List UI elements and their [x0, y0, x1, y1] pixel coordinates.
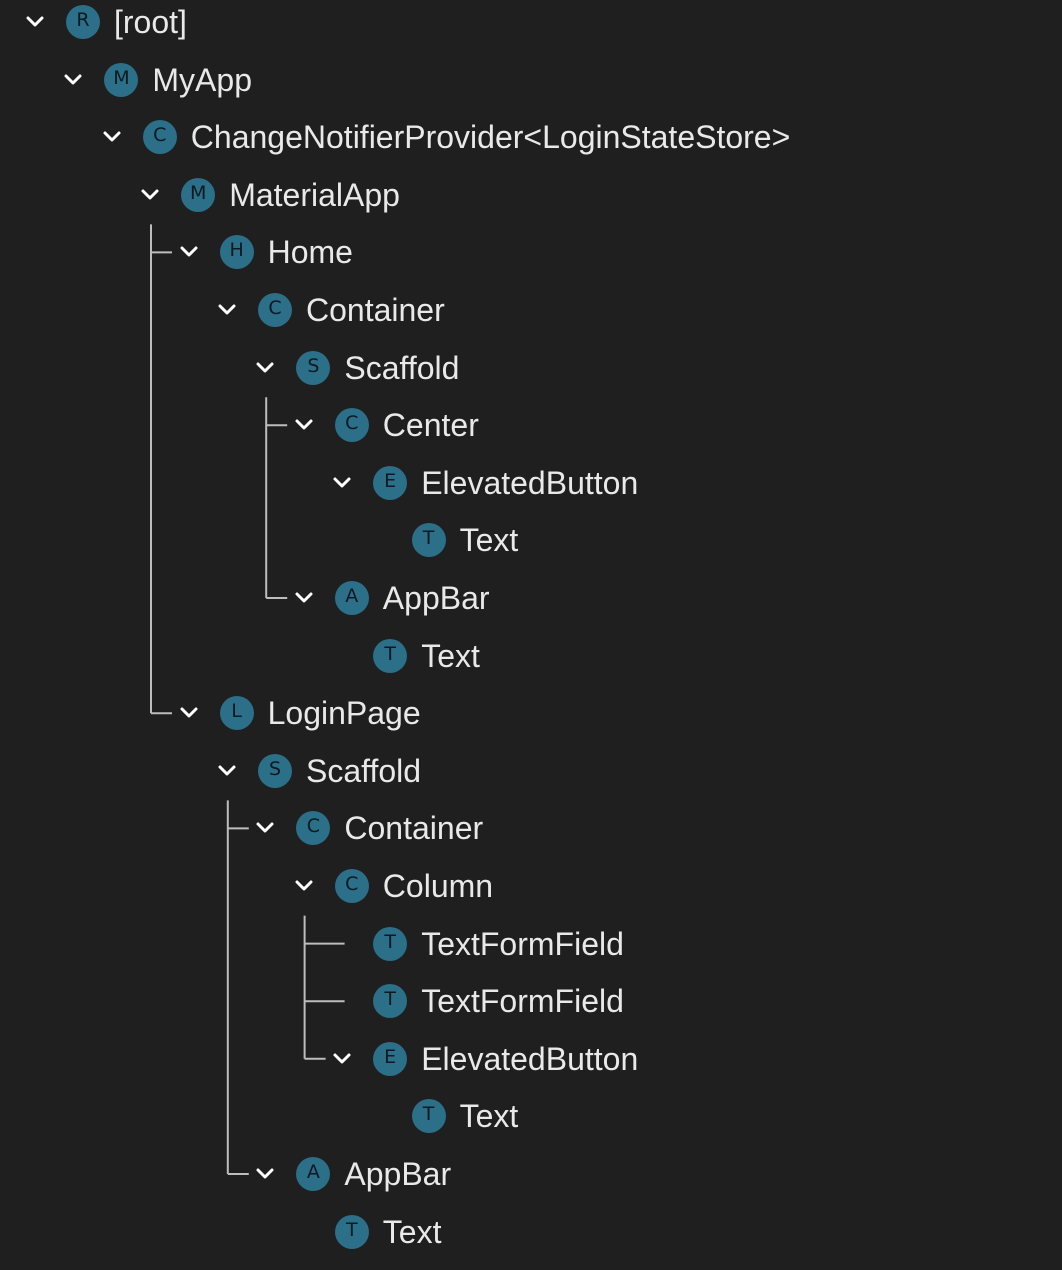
tree-node-change-notifier-provider-login-state-store[interactable]: C ChangeNotifierProvider<LoginStateStore> [0, 112, 1062, 162]
tree-node-label: AppBar [344, 1156, 452, 1192]
widget-type-badge: T [411, 523, 446, 558]
tree-node-text-form-field[interactable]: T TextFormField [0, 919, 1062, 969]
tree-node-column[interactable]: C Column [0, 861, 1062, 911]
chevron-down-icon[interactable] [138, 183, 162, 207]
widget-type-badge: T [334, 1214, 369, 1249]
widget-type-badge: H [219, 235, 254, 270]
widget-type-badge: A [296, 1157, 331, 1191]
tree-node-label: AppBar [382, 580, 490, 616]
tree-node-elevated-button[interactable]: E ElevatedButton [0, 458, 1062, 508]
widget-type-badge: R [66, 5, 100, 39]
chevron-down-icon[interactable] [215, 298, 239, 322]
tree-node-text[interactable]: T Text [0, 515, 1062, 565]
widget-type-badge: E [373, 1041, 408, 1076]
tree-node-label: Text [382, 1213, 442, 1250]
tree-node-app-bar[interactable]: A AppBar [0, 1149, 1062, 1199]
tree-node-text-form-field[interactable]: T TextFormField [0, 976, 1062, 1026]
tree-node-label: Scaffold [344, 349, 460, 386]
tree-node-elevated-button[interactable]: E ElevatedButton [0, 1034, 1062, 1084]
widget-type-badge: C [258, 293, 292, 327]
chevron-down-icon[interactable] [253, 816, 277, 840]
chevron-down-icon[interactable] [215, 759, 239, 783]
widget-type-badge: C [334, 869, 369, 903]
chevron-down-icon[interactable] [253, 1162, 277, 1186]
chevron-down-icon[interactable] [23, 10, 47, 34]
chevron-down-icon[interactable] [330, 1047, 354, 1071]
tree-node-scaffold[interactable]: S Scaffold [0, 746, 1062, 796]
widget-type-badge: E [373, 465, 408, 500]
tree-node-label: Text [421, 637, 480, 674]
tree-node-center[interactable]: C Center [0, 400, 1062, 450]
tree-node-text[interactable]: T Text [0, 1091, 1062, 1141]
tree-node-label: MaterialApp [229, 176, 400, 213]
chevron-down-icon[interactable] [253, 356, 277, 380]
widget-type-badge: S [258, 753, 292, 788]
widget-type-badge: T [373, 926, 408, 961]
widget-type-badge: T [373, 638, 408, 673]
widget-type-badge: T [373, 984, 408, 1019]
tree-node-label: Column [382, 868, 494, 904]
widget-type-badge: S [296, 350, 331, 385]
tree-node-label: MyApp [152, 61, 252, 98]
widget-type-badge: C [334, 408, 369, 443]
tree-node-material-app[interactable]: M MaterialApp [0, 170, 1062, 220]
tree-node-login-page[interactable]: L LoginPage [0, 688, 1062, 738]
widget-type-badge: M [181, 177, 216, 212]
tree-node-label: TextFormField [421, 925, 624, 962]
tree-node-scaffold[interactable]: S Scaffold [0, 343, 1062, 393]
tree-node-container[interactable]: C Container [0, 803, 1062, 853]
chevron-down-icon[interactable] [330, 471, 354, 495]
tree-node-label: ElevatedButton [421, 1040, 639, 1077]
widget-type-badge: C [142, 120, 177, 155]
tree-node-label: ChangeNotifierProvider<LoginStateStore> [190, 119, 791, 156]
tree-node-label: Text [459, 522, 519, 559]
tree-node-label: Center [382, 407, 479, 444]
tree-node-label: Container [306, 292, 445, 328]
tree-node-home[interactable]: H Home [0, 227, 1062, 277]
tree-node-label: Scaffold [306, 752, 422, 789]
widget-type-badge: M [104, 62, 139, 97]
tree-node-container[interactable]: C Container [0, 285, 1062, 335]
tree-node-label: [root] [114, 4, 187, 40]
chevron-down-icon[interactable] [292, 413, 316, 437]
tree-node-label: Container [344, 810, 484, 847]
chevron-down-icon[interactable] [292, 586, 316, 610]
tree-node-label: Home [267, 234, 353, 271]
tree-node-label: Text [459, 1098, 519, 1135]
chevron-down-icon[interactable] [177, 701, 201, 725]
widget-type-badge: T [411, 1099, 446, 1134]
tree-node-text[interactable]: T Text [0, 631, 1062, 681]
tree-node-my-app[interactable]: M MyApp [0, 55, 1062, 105]
chevron-down-icon[interactable] [177, 240, 201, 264]
tree-node-label: LoginPage [267, 695, 421, 732]
chevron-down-icon[interactable] [61, 68, 85, 92]
chevron-down-icon[interactable] [292, 874, 316, 898]
widget-type-badge: A [334, 581, 369, 615]
widget-type-badge: C [296, 811, 331, 846]
tree-node-app-bar[interactable]: A AppBar [0, 573, 1062, 623]
tree-node-label: TextFormField [421, 983, 624, 1020]
tree-node-label: ElevatedButton [421, 464, 639, 501]
tree-node-root[interactable]: R [root] [0, 0, 1062, 47]
chevron-down-icon[interactable] [100, 125, 124, 149]
tree-node-text[interactable]: T Text [0, 1207, 1062, 1257]
widget-type-badge: L [219, 696, 254, 731]
